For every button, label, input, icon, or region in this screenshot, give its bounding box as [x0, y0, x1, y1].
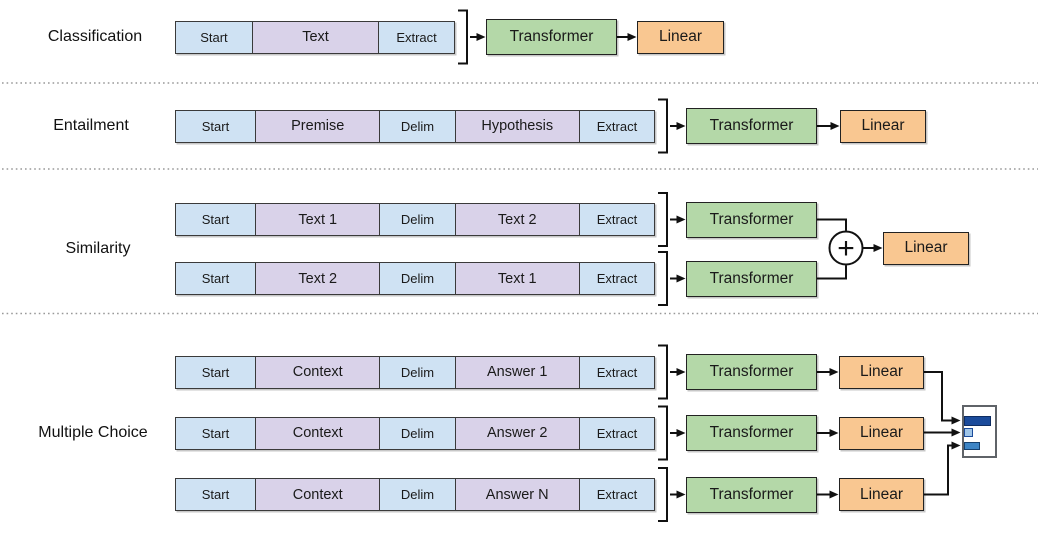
transformer-block: Transformer [686, 354, 817, 390]
transformer-block: Transformer [686, 201, 817, 238]
linear-block: Linear [839, 478, 924, 511]
merge-wire [924, 371, 961, 425]
row-label-similarity: Similarity [65, 240, 131, 257]
token-cell-answer2: Answer 2 [454, 417, 579, 449]
token-cell-extract: Extract [378, 21, 455, 53]
token-cell-delim: Delim [379, 263, 455, 294]
token-cell-premise: Premise [255, 110, 380, 142]
token-cell-text: Text [251, 21, 379, 53]
token-cell-context: Context [255, 417, 380, 449]
transformer-block: Transformer [686, 476, 817, 513]
score-bar-answer2 [963, 428, 973, 437]
token-cell-start: Start [176, 21, 252, 53]
bracket [658, 251, 668, 306]
bracket [658, 192, 668, 247]
linear-block: Linear [883, 231, 969, 265]
linear-block: Linear [839, 416, 924, 450]
token-cell-text2: Text 2 [454, 204, 579, 235]
row-label-entailment: Entailment [53, 117, 129, 134]
token-cell-start: Start [176, 479, 255, 510]
token-cell-extract: Extract [578, 479, 654, 510]
token-cell-delim: Delim [379, 110, 455, 142]
token-cell-delim: Delim [379, 204, 455, 235]
score-bar-answer1 [963, 416, 991, 426]
linear-block: Linear [840, 109, 926, 143]
input-sequence: Start Premise Delim Hypothesis Extract [175, 109, 655, 143]
row-label-classification: Classification [47, 28, 143, 45]
plus-icon: + [837, 232, 855, 265]
transformer-block: Transformer [686, 415, 817, 451]
merge-wire [817, 218, 847, 231]
input-sequence: Start Text 2 Delim Text 1 Extract [175, 262, 655, 295]
token-cell-text2: Text 2 [255, 263, 380, 294]
input-sequence: Start Context Delim Answer 2 Extract [175, 416, 655, 450]
bracket [458, 9, 468, 65]
input-sequence: Start Text Extract [175, 20, 455, 54]
merge-wire [924, 441, 961, 496]
input-sequence: Start Text 1 Delim Text 2 Extract [175, 203, 655, 236]
merge-wire [817, 265, 847, 280]
token-cell-start: Start [176, 417, 255, 449]
token-cell-extract: Extract [578, 356, 654, 388]
token-cell-extract: Extract [578, 204, 654, 235]
sum-node [828, 230, 864, 266]
token-cell-answer1: Answer 1 [454, 356, 579, 388]
token-cell-extract: Extract [578, 110, 654, 142]
row-label-multiple-choice: Multiple Choice [38, 424, 148, 441]
linear-block: Linear [637, 20, 724, 54]
input-sequence: Start Context Delim Answer N Extract [175, 478, 655, 511]
score-bar-answerN [963, 441, 980, 450]
token-cell-delim: Delim [379, 479, 455, 510]
token-cell-start: Start [176, 204, 255, 235]
token-cell-answerN: Answer N [454, 479, 579, 510]
token-cell-text1: Text 1 [454, 263, 579, 294]
transformer-block: Transformer [686, 260, 817, 297]
bracket [658, 98, 668, 154]
token-cell-start: Start [176, 356, 255, 388]
token-cell-context: Context [255, 479, 380, 510]
bracket [658, 467, 668, 522]
token-cell-start: Start [176, 110, 255, 142]
linear-block: Linear [839, 355, 924, 389]
token-cell-context: Context [255, 356, 380, 388]
token-cell-text1: Text 1 [255, 204, 380, 235]
token-cell-delim: Delim [379, 417, 455, 449]
token-cell-extract: Extract [578, 417, 654, 449]
input-sequence: Start Context Delim Answer 1 Extract [175, 355, 655, 389]
bracket [658, 405, 668, 461]
bracket [658, 344, 668, 400]
token-cell-extract: Extract [578, 263, 654, 294]
transformer-block: Transformer [486, 19, 617, 55]
token-cell-start: Start [176, 263, 255, 294]
token-cell-delim: Delim [379, 356, 455, 388]
token-cell-hypothesis: Hypothesis [454, 110, 579, 142]
transformer-block: Transformer [686, 108, 817, 144]
